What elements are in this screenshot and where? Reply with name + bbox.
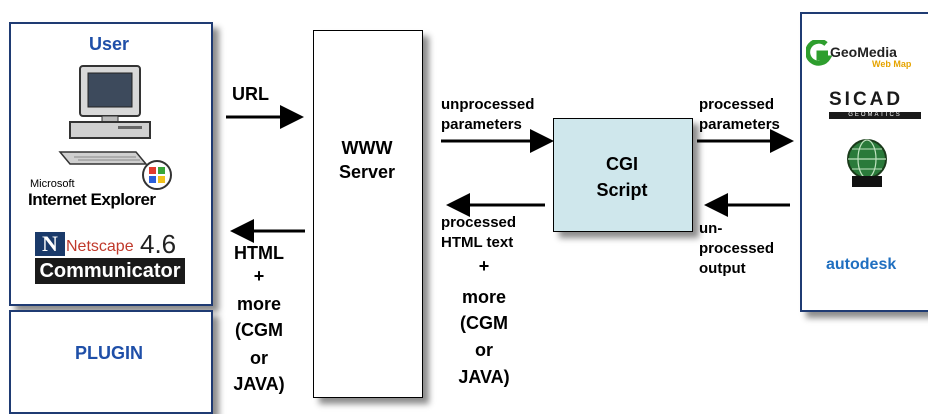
processed-html-label-5: (CGM (460, 313, 508, 333)
processed-html-label-4: more (461, 287, 506, 307)
url-label: URL (232, 84, 269, 104)
html-label-1: HTML (234, 243, 284, 263)
user-title: User (88, 34, 130, 54)
server-label-line2: Server (338, 162, 396, 182)
cgi-label-line2: Script (596, 180, 648, 200)
processed-html-label-1: processed (441, 214, 517, 231)
internet-explorer-logo-icon (142, 160, 172, 190)
esri-text: ESRI (857, 186, 877, 195)
netscape-n-icon: N (35, 232, 65, 256)
ie-microsoft-text: Microsoft (30, 178, 75, 190)
html-label-2: + (253, 266, 265, 286)
processed-params-label-1: processed (699, 96, 775, 113)
esri-globe-icon (847, 139, 887, 187)
unprocessed-params-label-2: parameters (441, 116, 522, 133)
unprocessed-params-label-1: unprocessed (441, 96, 535, 113)
sicad-text: SICAD (829, 89, 904, 110)
geomedia-g-icon (806, 40, 832, 66)
unprocessed-output-label-3: output (699, 260, 746, 277)
processed-params-label-2: parameters (699, 116, 780, 133)
netscape-communicator-text: Communicator (35, 258, 185, 284)
unprocessed-output-label-2: processed (699, 240, 775, 257)
html-label-5: or (250, 348, 268, 368)
processed-html-label-3: + (478, 256, 490, 276)
netscape-name-text: Netscape (66, 238, 134, 255)
geomedia-webmap-text: Web Map (872, 59, 912, 69)
plugin-label: PLUGIN (74, 343, 143, 363)
html-label-6: JAVA) (233, 374, 285, 394)
geomedia-name-text: GeoMedia (830, 44, 897, 60)
processed-html-label-7: JAVA) (458, 367, 510, 387)
processed-html-label-6: or (475, 340, 493, 360)
html-label-4: (CGM (235, 320, 283, 340)
netscape-version-text: 4.6 (140, 229, 177, 259)
computer-icon (58, 65, 151, 165)
server-label-line1: WWW (341, 138, 393, 158)
processed-html-label-2: HTML text (441, 234, 514, 251)
autodesk-text: autodesk (826, 256, 897, 273)
sicad-sub-text: GEOMATICS (829, 112, 921, 119)
html-label-3: more (236, 294, 281, 314)
cgi-script-box (553, 118, 693, 232)
unprocessed-output-label-1: un- (699, 220, 723, 237)
ie-product-text: Internet Explorer (28, 190, 156, 209)
cgi-label-line1: CGI (605, 154, 638, 174)
arrows-layer (226, 105, 794, 243)
